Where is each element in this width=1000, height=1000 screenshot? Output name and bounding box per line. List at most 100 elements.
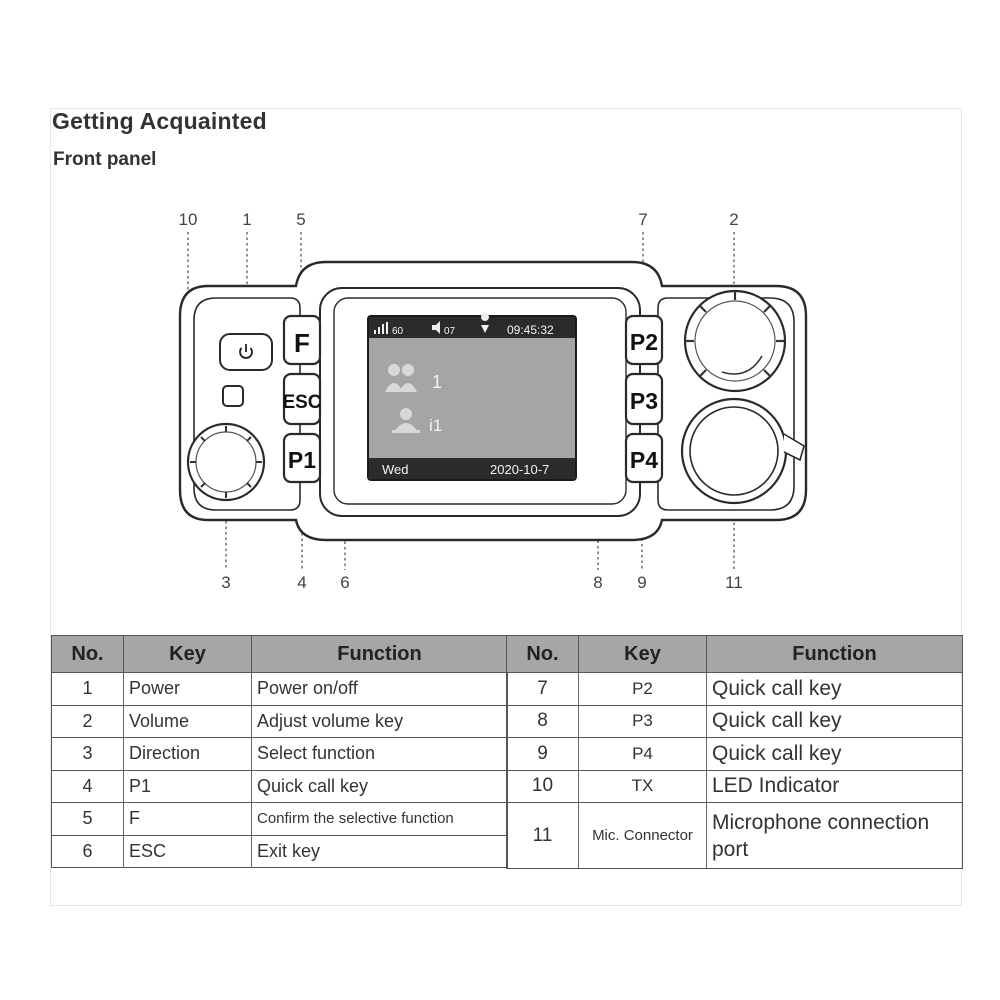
f-button[interactable] — [282, 314, 322, 366]
p2-button-label: P2 — [630, 329, 658, 355]
row-key: P2 — [578, 672, 707, 706]
page-subtitle: Front panel — [53, 149, 157, 170]
screen-date: 2020-10-7 — [490, 462, 549, 477]
row-no: 10 — [506, 770, 579, 803]
speaker-icon — [432, 321, 440, 334]
callout-8: 8 — [593, 573, 602, 592]
status-volume-value: 07 — [444, 326, 456, 337]
location-icon — [481, 313, 490, 333]
mic-connector[interactable] — [680, 397, 805, 505]
row-function: Exit key — [251, 835, 508, 868]
table-row: 7 P2 Quick call key — [506, 672, 963, 706]
spec-table-left: No. Key Function 1 Power Power on/off 2 … — [51, 635, 508, 868]
row-no: 8 — [506, 705, 579, 738]
row-function: LED Indicator — [706, 770, 963, 803]
row-key: P4 — [578, 737, 707, 771]
row-no: 3 — [51, 737, 124, 771]
table-row: 1 Power Power on/off — [51, 672, 508, 706]
p2-button[interactable] — [624, 314, 664, 366]
header-no: No. — [506, 635, 579, 673]
row-key: Direction — [123, 737, 252, 771]
callout-7: 7 — [638, 210, 647, 229]
table-row: 8 P3 Quick call key — [506, 705, 963, 738]
row-key: TX — [578, 770, 707, 803]
header-key: Key — [123, 635, 252, 673]
callout-11: 11 — [725, 573, 743, 592]
callout-3: 3 — [221, 573, 230, 592]
row-key: P1 — [123, 770, 252, 803]
row-no: 11 — [506, 802, 579, 869]
table-row: 3 Direction Select function — [51, 737, 508, 771]
table-header-row: No. Key Function — [506, 635, 963, 673]
table-row: 5 F Confirm the selective function — [51, 802, 508, 836]
esc-button[interactable] — [282, 372, 322, 426]
row-no: 4 — [51, 770, 124, 803]
row-key: P3 — [578, 705, 707, 738]
table-row: 11 Mic. Connector Microphone connection … — [506, 802, 963, 869]
person-icon — [392, 408, 420, 433]
row-function: Quick call key — [706, 672, 963, 706]
callout-1: 1 — [242, 210, 251, 229]
row-no: 5 — [51, 802, 124, 836]
callout-4: 4 — [297, 573, 306, 592]
table-row: 4 P1 Quick call key — [51, 770, 508, 803]
table-row: 2 Volume Adjust volume key — [51, 705, 508, 738]
p3-button[interactable] — [624, 372, 664, 426]
row-no: 6 — [51, 835, 124, 868]
row-key: Power — [123, 672, 252, 706]
callout-9: 9 — [637, 573, 646, 592]
p3-button-label: P3 — [630, 388, 658, 414]
callout-10: 10 — [179, 210, 198, 229]
p4-button[interactable] — [624, 432, 664, 484]
row-function: Adjust volume key — [251, 705, 508, 738]
row-no: 2 — [51, 705, 124, 738]
header-no: No. — [51, 635, 124, 673]
tx-led-indicator — [222, 385, 244, 407]
row-key: F — [123, 802, 252, 836]
spec-table-right: No. Key Function 7 P2 Quick call key 8 P… — [506, 635, 963, 869]
row-no: 1 — [51, 672, 124, 706]
row-no: 7 — [506, 672, 579, 706]
row-key: ESC — [123, 835, 252, 868]
row-key: Mic. Connector — [578, 802, 707, 869]
screen-day: Wed — [382, 462, 409, 477]
front-panel-diagram: 10 1 5 7 2 3 4 6 8 9 11 — [179, 210, 808, 592]
row-function: Confirm the selective function — [251, 802, 508, 836]
volume-knob[interactable] — [683, 289, 787, 393]
row-function: Quick call key — [706, 737, 963, 771]
status-signal-value: 60 — [392, 326, 404, 337]
callout-2: 2 — [729, 210, 738, 229]
p1-button-label: P1 — [288, 447, 316, 473]
p1-button[interactable] — [282, 432, 322, 484]
contact-number: i1 — [429, 416, 442, 435]
row-function: Quick call key — [251, 770, 508, 803]
right-panel-outline — [657, 297, 795, 511]
callout-6: 6 — [340, 573, 349, 592]
group-icon — [385, 364, 417, 392]
row-key: Volume — [123, 705, 252, 738]
header-function: Function — [251, 635, 508, 673]
callout-5: 5 — [296, 210, 305, 229]
table-row: 9 P4 Quick call key — [506, 737, 963, 771]
direction-knob[interactable] — [186, 422, 266, 502]
esc-button-label: ESC — [282, 392, 321, 413]
signal-icon — [374, 322, 388, 334]
lcd-screen: 60 07 09:45:32 1 i1 Wed 2020-10-7 — [367, 313, 577, 481]
row-function: Select function — [251, 737, 508, 771]
status-time: 09:45:32 — [507, 323, 554, 337]
row-function: Power on/off — [251, 672, 508, 706]
p4-button-label: P4 — [630, 447, 658, 473]
header-key: Key — [578, 635, 707, 673]
table-row: 6 ESC Exit key — [51, 835, 508, 868]
page-title: Getting Acquainted — [52, 108, 267, 134]
f-button-label: F — [294, 328, 310, 358]
table-row: 10 TX LED Indicator — [506, 770, 963, 803]
left-panel-outline — [193, 297, 301, 511]
page-frame — [50, 108, 962, 906]
power-icon — [239, 344, 253, 359]
table-header-row: No. Key Function — [51, 635, 508, 673]
header-function: Function — [706, 635, 963, 673]
row-function: Quick call key — [706, 705, 963, 738]
group-number: 1 — [432, 372, 442, 392]
row-no: 9 — [506, 737, 579, 771]
